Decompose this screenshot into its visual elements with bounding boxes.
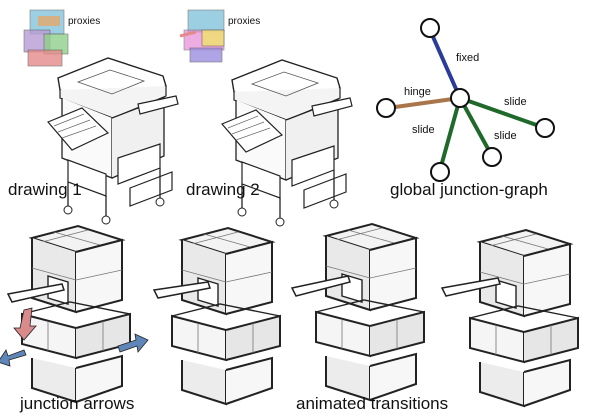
caption-drawing-1: drawing 1 xyxy=(8,180,82,199)
transition-frame-2 xyxy=(290,223,425,401)
edge-label-slide-3: slide xyxy=(412,124,435,136)
edge-fixed xyxy=(428,29,462,99)
caption-drawing-2: drawing 2 xyxy=(186,180,260,199)
proxies-label-2: proxies xyxy=(228,16,261,27)
junction-graph xyxy=(376,18,555,182)
node-bottom xyxy=(430,162,450,182)
edge-label-fixed: fixed xyxy=(456,52,480,64)
caption-junction-graph: global junction-graph xyxy=(390,180,548,199)
caption-junction-arrows: junction arrows xyxy=(20,394,135,413)
edge-slide-1 xyxy=(459,96,546,130)
transition-frame-1 xyxy=(152,227,281,405)
arrow-red xyxy=(13,307,37,341)
edge-label-slide-2: slide xyxy=(494,130,517,142)
drawing-2-sketch xyxy=(221,59,353,227)
arrow-blue-left xyxy=(0,349,27,367)
node-top xyxy=(420,18,440,38)
drawing-1-proxies-thumbnail xyxy=(23,9,69,67)
node-left xyxy=(376,98,396,118)
node-center xyxy=(450,88,470,108)
proxies-label-1: proxies xyxy=(68,16,101,27)
edge-slide-2 xyxy=(458,97,494,157)
node-right xyxy=(535,118,555,138)
edge-label-hinge: hinge xyxy=(404,86,431,98)
edge-slide-3 xyxy=(438,97,462,171)
drawing-2-proxies-thumbnail xyxy=(179,9,225,63)
transition-frame-3 xyxy=(440,229,579,407)
edge-label-slide-1: slide xyxy=(504,96,527,108)
junction-arrows-sketch xyxy=(0,225,149,403)
caption-animated-transitions: animated transitions xyxy=(296,394,449,413)
edge-hinge xyxy=(387,96,461,110)
node-lower-right xyxy=(482,147,502,167)
arrow-blue-right xyxy=(117,333,149,353)
